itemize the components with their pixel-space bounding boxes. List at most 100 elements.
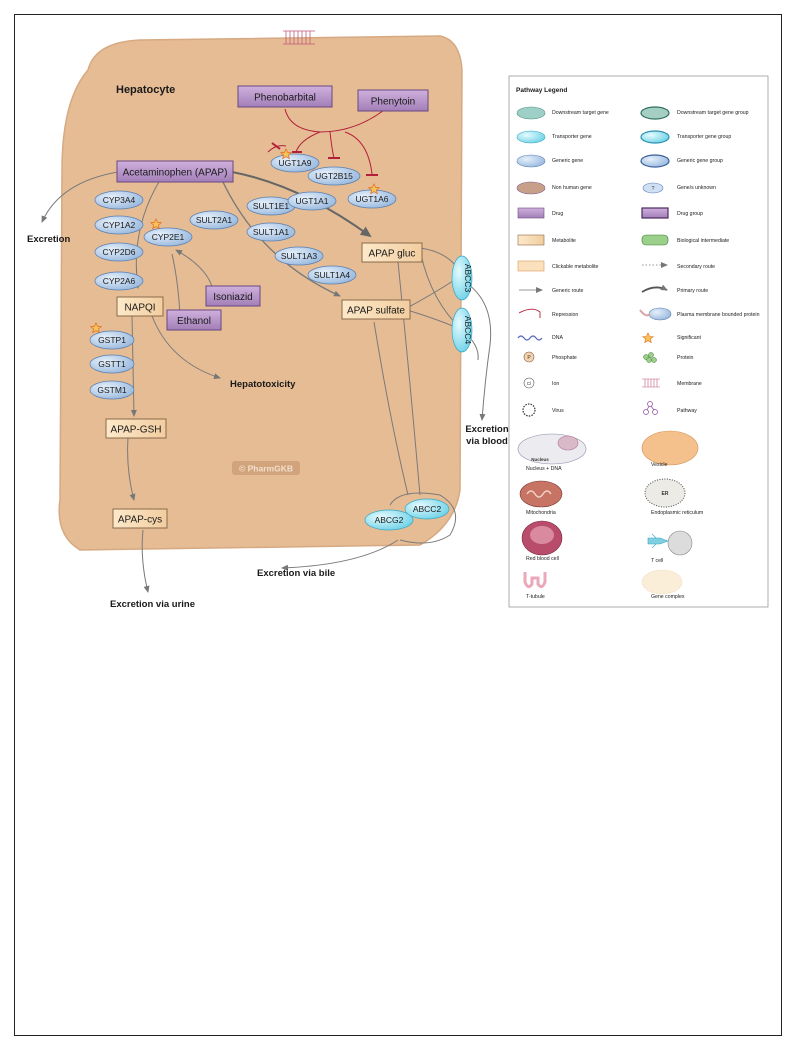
legend-item-label: Significant <box>677 335 701 341</box>
legend-item-label: DNA <box>552 335 563 341</box>
metabolite-apap-cys[interactable]: APAP-cys <box>112 508 168 529</box>
legend-item-label: Repression <box>552 312 578 318</box>
gene-cyp1a2[interactable]: CYP1A2 <box>94 215 144 235</box>
edge-bile-loop <box>389 492 457 544</box>
edge-apap-excretion <box>41 171 119 223</box>
gene-sult1e1[interactable]: SULT1E1 <box>246 196 296 216</box>
transporter-abcc4[interactable]: ABCC4 <box>451 307 473 353</box>
gene-sult2a1[interactable]: SULT2A1 <box>189 210 239 230</box>
cell-label: Hepatocyte <box>116 84 175 96</box>
metabolite-apap-gluc[interactable]: APAP gluc <box>361 242 423 263</box>
drug-acetaminophen[interactable]: Acetaminophen (APAP) <box>116 160 234 183</box>
svg-text:ABCC4: ABCC4 <box>463 316 473 345</box>
transporter-abcc2[interactable]: ABCC2 <box>404 498 450 520</box>
svg-text:Acetaminophen (APAP): Acetaminophen (APAP) <box>123 168 228 179</box>
outcome-excretion-blood-1: Excretion <box>465 424 508 435</box>
legend-item-label: Downstream target gene <box>552 110 609 116</box>
drug-isoniazid[interactable]: Isoniazid <box>205 285 261 307</box>
svg-text:APAP gluc: APAP gluc <box>369 249 416 260</box>
drug-ethanol[interactable]: Ethanol <box>166 309 222 331</box>
ion-glyph: Cl <box>527 381 531 386</box>
legend-item-label: Secondary route <box>677 264 715 270</box>
svg-text:UGT1A6: UGT1A6 <box>355 194 388 204</box>
star-icon <box>149 218 163 230</box>
outcome-excretion-urine: Excretion via urine <box>110 599 195 610</box>
legend-item-label: Generic gene group <box>677 158 723 164</box>
edge-napqi-hepatotox <box>151 315 221 380</box>
legend-item-label: Generic gene <box>552 158 583 164</box>
legend-item-label: Mitochondria <box>526 510 556 516</box>
edge-ethanol-cyp2e1 <box>171 253 181 316</box>
star-icon <box>89 322 103 334</box>
gene-ugt2b15[interactable]: UGT2B15 <box>307 166 361 186</box>
gene-sult1a3[interactable]: SULT1A3 <box>274 246 324 266</box>
drug-phenobarbital[interactable]: Phenobarbital <box>237 85 333 108</box>
svg-text:ABCC2: ABCC2 <box>413 504 442 514</box>
svg-text:Phenobarbital: Phenobarbital <box>254 93 316 104</box>
er-glyph: ER <box>662 491 669 497</box>
unknown-glyph: ? <box>652 186 655 192</box>
legend-item-label: Gene complex <box>651 594 685 600</box>
svg-text:GSTP1: GSTP1 <box>98 335 126 345</box>
star-icon <box>367 183 381 195</box>
gene-ugt1a1[interactable]: UGT1A1 <box>287 191 337 211</box>
edge-gluc-bile <box>397 261 421 496</box>
legend-item-label: Gene/s unknown <box>677 185 716 191</box>
gene-cyp3a4[interactable]: CYP3A4 <box>94 190 144 210</box>
legend-item-label: Primary route <box>677 288 708 294</box>
pathway-legend: Pathway Legend <box>508 75 769 608</box>
svg-text:Isoniazid: Isoniazid <box>213 292 252 303</box>
svg-text:SULT1A3: SULT1A3 <box>281 251 317 261</box>
gene-sult1a1[interactable]: SULT1A1 <box>246 222 296 242</box>
edge-abcc-blood <box>461 279 492 421</box>
gene-gstp1[interactable]: GSTP1 <box>89 330 135 350</box>
legend-item-label: Drug group <box>677 211 703 217</box>
svg-text:CYP1A2: CYP1A2 <box>103 220 136 230</box>
gene-gstm1[interactable]: GSTM1 <box>89 380 135 400</box>
metabolite-napqi[interactable]: NAPQI <box>116 296 164 317</box>
metabolite-apap-gsh[interactable]: APAP-GSH <box>105 418 167 439</box>
membrane-icon <box>283 30 315 45</box>
phosphate-glyph: P <box>527 355 531 361</box>
edge-gsh-cys <box>127 437 136 501</box>
significant-stars <box>89 148 381 334</box>
edge-apap-sulfate <box>221 179 341 297</box>
legend-item-label: Ion <box>552 381 559 387</box>
svg-text:SULT2A1: SULT2A1 <box>196 215 232 225</box>
svg-text:Ethanol: Ethanol <box>177 316 211 327</box>
svg-text:GSTM1: GSTM1 <box>97 385 127 395</box>
svg-text:CYP2E1: CYP2E1 <box>152 232 185 242</box>
edge-bile-excretion <box>281 539 399 571</box>
drug-phenytoin[interactable]: Phenytoin <box>357 89 429 112</box>
svg-text:NAPQI: NAPQI <box>124 303 155 314</box>
transporter-abcc3[interactable]: ABCC3 <box>451 255 473 301</box>
outcome-excretion: Excretion <box>27 234 70 245</box>
repression-edges <box>267 108 385 176</box>
legend-item-label: Vesicle <box>651 462 668 468</box>
svg-text:UGT1A9: UGT1A9 <box>278 158 311 168</box>
metabolite-apap-sulfate[interactable]: APAP sulfate <box>341 299 411 320</box>
svg-text:ABCG2: ABCG2 <box>375 515 404 525</box>
gene-cyp2e1[interactable]: CYP2E1 <box>143 227 193 247</box>
legend-item-label: Metabolite <box>552 238 576 244</box>
legend-item-label: Endoplasmic reticulum <box>651 510 703 516</box>
gene-cyp2a6[interactable]: CYP2A6 <box>94 271 144 291</box>
outcome-excretion-blood-2: via blood <box>466 436 508 447</box>
svg-text:UGT2B15: UGT2B15 <box>315 171 353 181</box>
legend-item-label: T cell <box>651 558 663 564</box>
legend-item-label: Plasma membrane bounded protein <box>677 312 760 318</box>
svg-text:ABCC3: ABCC3 <box>463 264 473 293</box>
legend-item-label: Membrane <box>677 381 702 387</box>
svg-text:CYP2A6: CYP2A6 <box>103 276 136 286</box>
gene-gstt1[interactable]: GSTT1 <box>89 354 135 374</box>
gene-cyp2d6[interactable]: CYP2D6 <box>94 242 144 262</box>
svg-text:Phenytoin: Phenytoin <box>371 97 415 108</box>
gene-ugt1a9[interactable]: UGT1A9 <box>270 153 320 173</box>
legend-item-label: T-tubule <box>526 594 545 600</box>
transporter-abcg2[interactable]: ABCG2 <box>364 509 414 531</box>
t-cell-icon <box>647 530 693 556</box>
gene-sult1a4[interactable]: SULT1A4 <box>307 265 357 285</box>
outcome-excretion-bile: Excretion via bile <box>257 568 335 579</box>
svg-text:APAP-cys: APAP-cys <box>118 515 162 526</box>
